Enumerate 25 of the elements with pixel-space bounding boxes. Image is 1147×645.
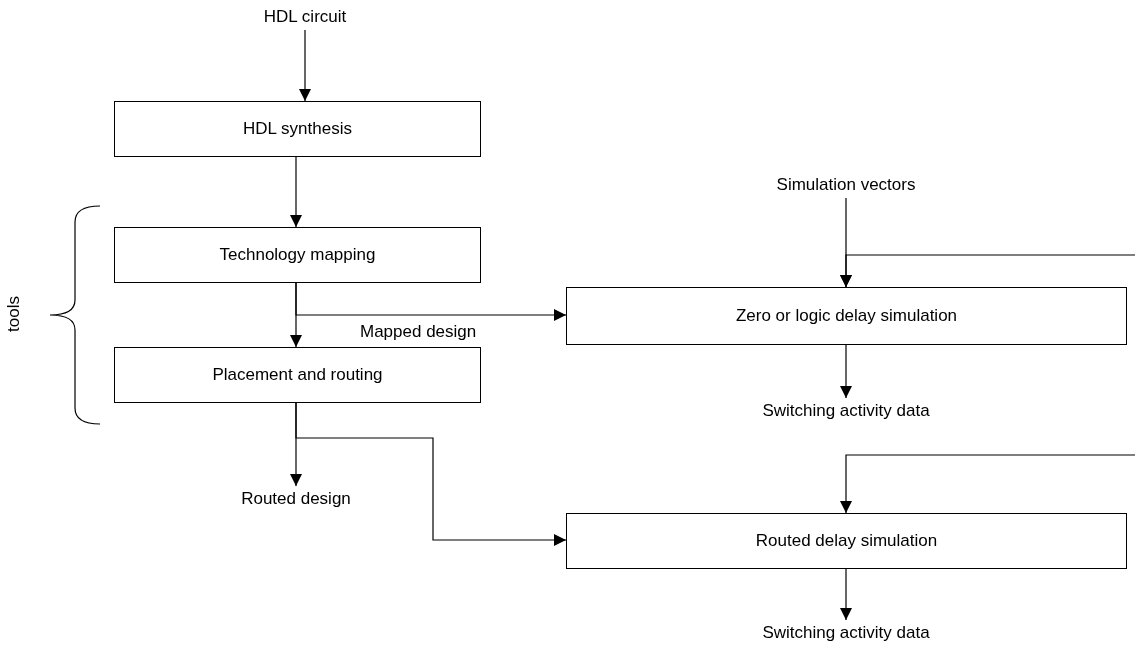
arrow <box>840 344 852 399</box>
process-box <box>566 287 1127 345</box>
process-box <box>566 513 1127 569</box>
process-box <box>114 347 481 403</box>
box-label: Zero or logic delay simulation <box>735 306 958 326</box>
box-label: HDL synthesis <box>243 119 352 139</box>
flow-label: Switching activity data <box>751 620 941 645</box>
flow-label: HDL circuit <box>250 4 360 30</box>
arrow <box>295 402 567 546</box>
box-label: Routed delay simulation <box>755 531 938 551</box>
arrow <box>295 282 567 321</box>
arrow <box>840 454 1136 514</box>
arrow <box>840 254 1136 288</box>
brace-label: tools <box>3 295 24 334</box>
box-label: Placement and routing <box>212 365 383 385</box>
process-box <box>114 227 481 283</box>
arrow <box>299 29 311 102</box>
arrow <box>840 568 852 621</box>
flow-label: Routed design <box>226 486 366 512</box>
box-label: Technology mapping <box>219 245 376 265</box>
process-box <box>114 101 481 157</box>
arrow <box>290 156 302 228</box>
flow-label: Simulation vectors <box>771 172 921 198</box>
flow-label: Switching activity data <box>751 398 941 424</box>
edge-label: Mapped design <box>358 322 479 342</box>
